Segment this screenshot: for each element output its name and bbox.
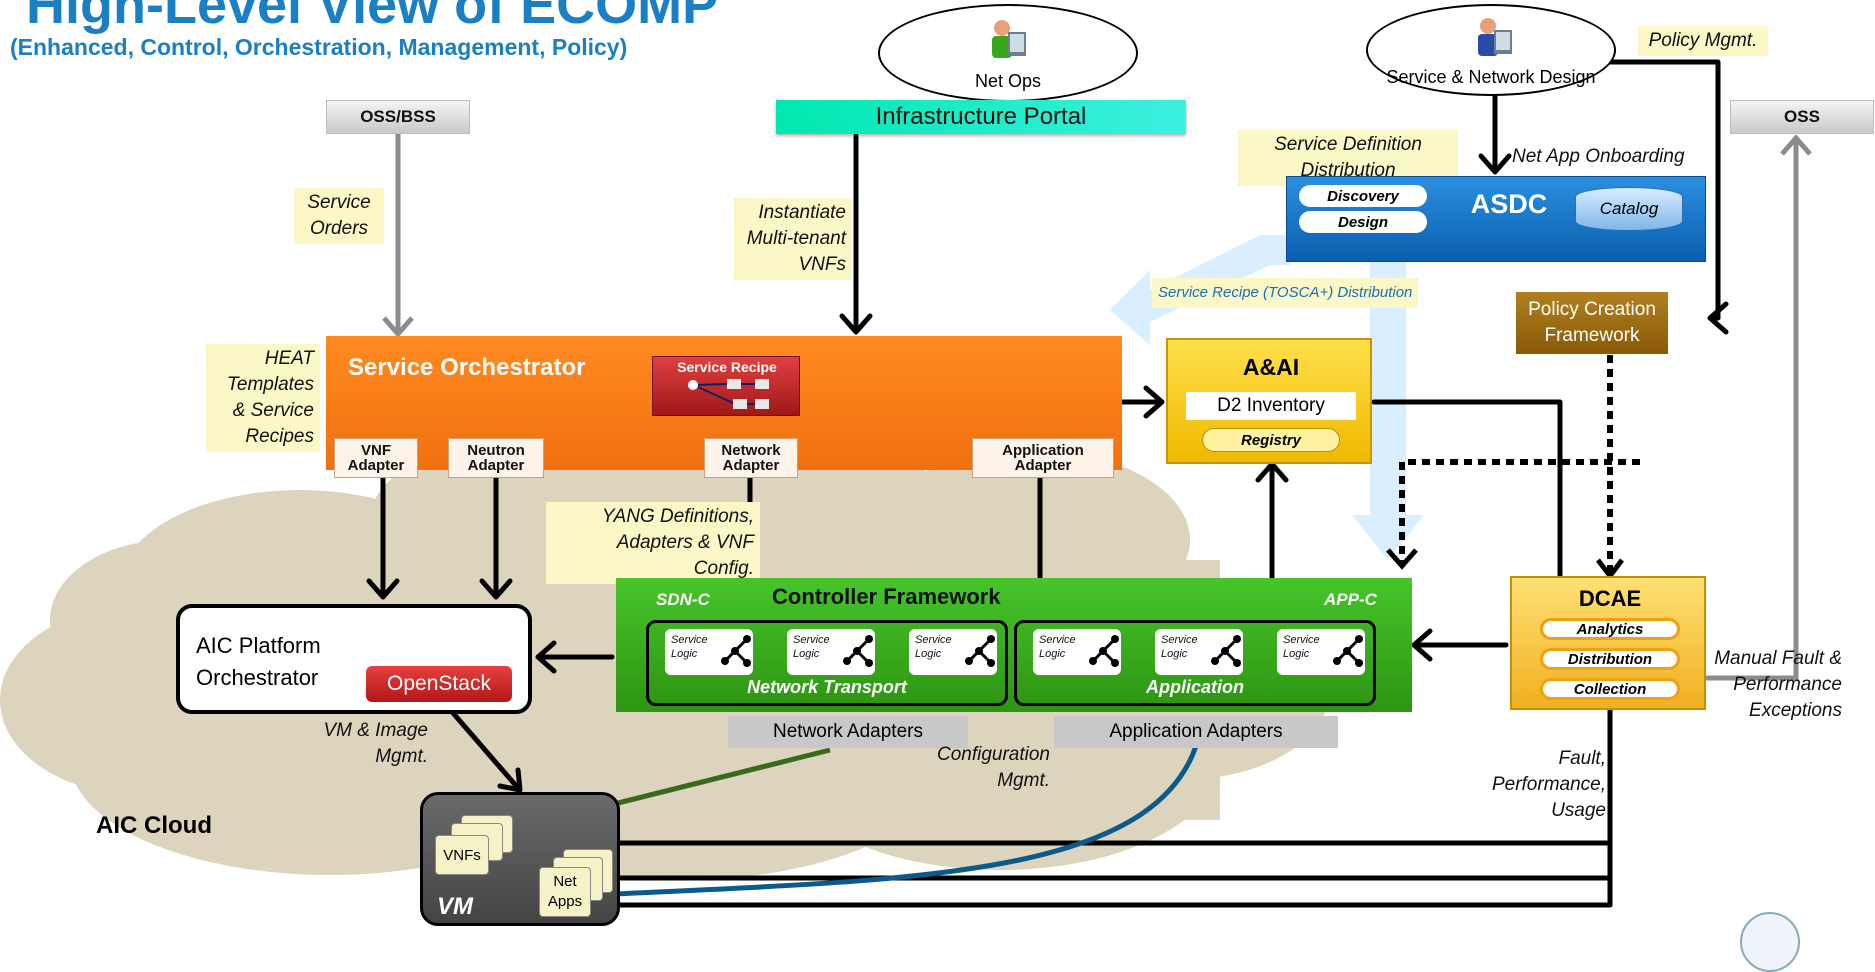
vm-image-mgmt-label: VM & Image Mgmt.	[323, 720, 428, 767]
service-logic-node: Service Logic	[1155, 629, 1243, 675]
recipe-distribution-note: Service Recipe (TOSCA+) Distribution	[1152, 278, 1419, 308]
vm-box: VNFs Net Apps VM	[420, 792, 620, 926]
service-logic-node: Service Logic	[909, 629, 997, 675]
service-logic-label: Service Logic	[1039, 634, 1076, 660]
oss-box: OSS	[1730, 100, 1874, 134]
controller-framework: SDN-C Controller Framework APP-C Service…	[616, 578, 1412, 712]
service-logic-node: Service Logic	[1033, 629, 1121, 675]
logic-graph-icon	[1211, 635, 1241, 667]
appc-label: APP-C	[1324, 590, 1377, 609]
fpu-label: Fault, Performance, Usage	[1491, 748, 1606, 821]
logic-graph-icon	[721, 635, 751, 667]
asdc-box: Discovery Design ASDC Catalog	[1286, 176, 1706, 262]
openstack-box: OpenStack	[366, 666, 512, 702]
page-subtitle: (Enhanced, Control, Orchestration, Manag…	[10, 34, 628, 60]
vnf-adapter: VNF Adapter	[334, 438, 418, 478]
corner-logo	[1740, 912, 1800, 972]
oss-bss-box: OSS/BSS	[326, 100, 470, 134]
net-ops-label: Net Ops	[974, 71, 1042, 91]
yang-definitions-note: YANG Definitions, Adapters & VNF Config.	[546, 502, 760, 584]
service-logic-label: Service Logic	[1283, 634, 1320, 660]
d2-inventory[interactable]: D2 Inventory	[1186, 392, 1356, 420]
orchestrator-title: Service Orchestrator	[348, 354, 586, 381]
service-logic-node: Service Logic	[787, 629, 875, 675]
instantiate-note: Instantiate Multi-tenant VNFs	[734, 198, 852, 280]
configuration-mgmt-label: Configuration Mgmt.	[936, 744, 1050, 791]
dcae-distribution[interactable]: Distribution	[1540, 648, 1680, 670]
policy-creation-framework: Policy Creation Framework	[1516, 292, 1668, 354]
application-adapter: Application Adapter	[972, 438, 1114, 478]
policy-mgmt-note: Policy Mgmt.	[1638, 26, 1768, 56]
operator-person-icon	[988, 18, 1028, 62]
network-transport-group: Service Logic Service Logic Service Logi…	[646, 620, 1008, 706]
logic-graph-icon	[843, 635, 873, 667]
asdc-title: ASDC	[1470, 189, 1548, 219]
net-ops-actor: Net Ops	[878, 4, 1138, 102]
neutron-adapter: Neutron Adapter	[448, 438, 544, 478]
dcae-title: DCAE	[1578, 586, 1642, 611]
designer-label: Service & Network Design	[1386, 67, 1596, 87]
service-recipe-box: Service Recipe	[652, 356, 800, 416]
service-logic-label: Service Logic	[915, 634, 952, 660]
service-recipe-label: Service Recipe	[677, 359, 777, 375]
dcae-analytics[interactable]: Analytics	[1540, 618, 1680, 640]
heat-templates-note: HEAT Templates & Service Recipes	[206, 344, 320, 452]
application-adapters-bar: Application Adapters	[1054, 716, 1338, 748]
aai-registry[interactable]: Registry	[1202, 428, 1340, 452]
dcae-box: DCAE Analytics Distribution Collection	[1510, 576, 1706, 710]
network-transport-label: Network Transport	[747, 677, 907, 697]
infrastructure-portal[interactable]: Infrastructure Portal	[776, 100, 1186, 134]
sdnc-label: SDN-C	[656, 590, 710, 609]
controller-title: Controller Framework	[772, 584, 1001, 609]
service-logic-node: Service Logic	[665, 629, 753, 675]
service-orders-note: Service Orders	[294, 188, 384, 244]
recipe-flow-icon	[688, 379, 769, 409]
designer-person-icon	[1474, 16, 1514, 60]
asdc-catalog[interactable]: Catalog	[1575, 187, 1683, 231]
aai-box: A&AI D2 Inventory Registry	[1166, 338, 1372, 464]
net-apps-box: Net Apps	[539, 867, 591, 917]
network-adapters-bar: Network Adapters	[728, 716, 968, 748]
service-logic-label: Service Logic	[1161, 634, 1198, 660]
dcae-collection[interactable]: Collection	[1540, 678, 1680, 700]
service-logic-node: Service Logic	[1277, 629, 1365, 675]
logic-graph-icon	[1333, 635, 1363, 667]
application-label: Application	[1146, 677, 1244, 697]
service-logic-label: Service Logic	[671, 634, 708, 660]
aic-platform-title: AIC Platform Orchestrator	[196, 633, 321, 690]
vm-label: VM	[437, 893, 473, 920]
page-title: High-Level View of ECOMP	[26, 0, 719, 35]
asdc-design[interactable]: Design	[1299, 211, 1427, 233]
connector-lines	[366, 59, 1812, 909]
asdc-discovery[interactable]: Discovery	[1299, 185, 1427, 207]
aic-platform-orchestrator: AIC Platform Orchestrator OpenStack	[176, 604, 532, 714]
vnfs-box: VNFs	[435, 835, 489, 875]
logic-graph-icon	[1089, 635, 1119, 667]
designer-actor: Service & Network Design	[1366, 4, 1616, 96]
network-adapter: Network Adapter	[704, 438, 798, 478]
net-app-onboarding-label: Net App Onboarding	[1512, 146, 1685, 167]
aic-cloud-label: AIC Cloud	[96, 812, 212, 839]
logic-graph-icon	[965, 635, 995, 667]
service-orchestrator: Service Orchestrator Service Recipe VNF …	[326, 336, 1122, 478]
aai-title: A&AI	[1242, 354, 1300, 380]
service-logic-label: Service Logic	[793, 634, 830, 660]
manual-fault-label: Manual Fault & Performance Exceptions	[1714, 648, 1842, 721]
application-group: Service Logic Service Logic Service Logi…	[1014, 620, 1376, 706]
